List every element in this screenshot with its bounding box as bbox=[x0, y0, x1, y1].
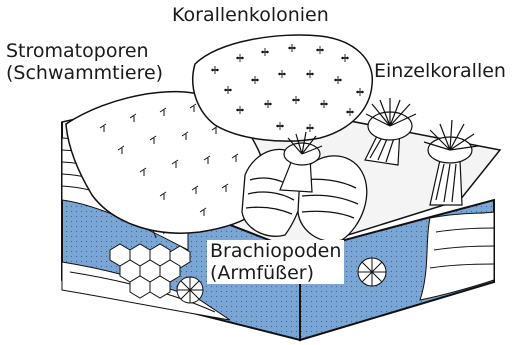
label-stromatoporen-line1: Stromatoporen bbox=[6, 40, 163, 62]
shell-cross-section-left bbox=[177, 277, 203, 303]
label-brachiopoden-line1: Brachiopoden bbox=[210, 240, 341, 262]
shell-cross-section-right bbox=[358, 258, 386, 286]
label-stromatoporen: Stromatoporen (Schwammtiere) bbox=[6, 40, 163, 84]
label-korallenkolonien: Korallenkolonien bbox=[172, 4, 329, 26]
label-brachiopoden: Brachiopoden (Armfüßer) bbox=[207, 240, 344, 284]
label-einzelkorallen: Einzelkorallen bbox=[374, 60, 506, 82]
right-face-layers bbox=[420, 212, 494, 300]
label-brachiopoden-line2: (Armfüßer) bbox=[210, 262, 341, 284]
label-stromatoporen-line2: (Schwammtiere) bbox=[6, 62, 163, 84]
